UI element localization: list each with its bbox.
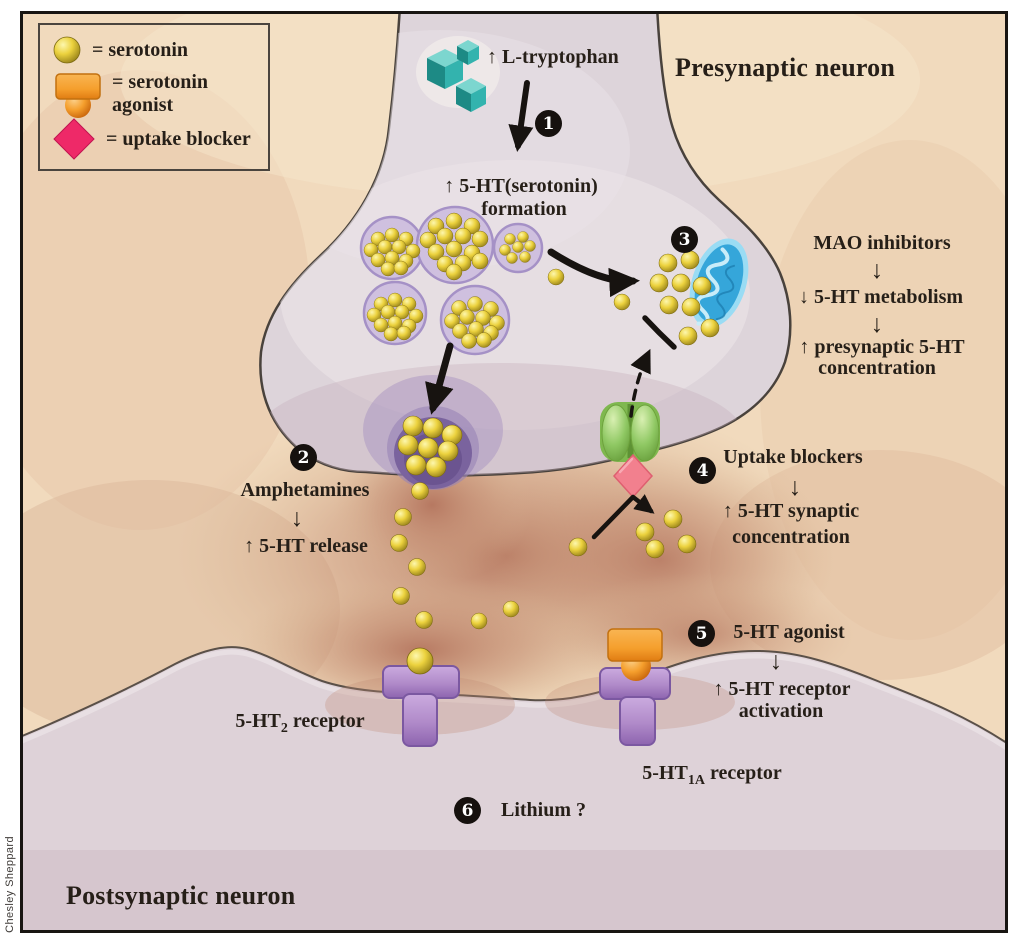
l-tryptophan-cubes-icon bbox=[416, 36, 500, 112]
blocked-uptake-deflection-arrow bbox=[591, 494, 655, 540]
serotonin-formation-line1: ↑ 5-HT(serotonin) bbox=[444, 175, 598, 197]
inhibition-bar bbox=[642, 315, 677, 350]
legend-box: = serotonin = serotonin agonist = uptake… bbox=[38, 23, 270, 171]
artist-credit: Chesley Sheppard bbox=[4, 836, 16, 933]
step-badge-1: 1 bbox=[535, 110, 562, 137]
serotonin-to-mitochondrion-arrow bbox=[547, 248, 640, 298]
uptake-blockers-title: Uptake blockers bbox=[723, 446, 863, 468]
serotonin-agonist-legend-icon bbox=[55, 73, 101, 118]
amphetamines-title: Amphetamines bbox=[240, 479, 370, 501]
l-tryptophan-label: ↑ L-tryptophan bbox=[487, 46, 619, 68]
agonist-down-arrow: ↓ bbox=[769, 648, 783, 675]
serotonin-formation-line2: formation bbox=[481, 198, 567, 220]
step-badge-3: 3 bbox=[671, 226, 698, 253]
vesicle-to-release-arrow bbox=[425, 342, 454, 415]
serotonin-legend-icon bbox=[53, 36, 81, 64]
lithium-label: Lithium ? bbox=[501, 799, 587, 821]
postsynaptic-neuron-title: Postsynaptic neuron bbox=[66, 881, 296, 910]
step-badge-6: 6 bbox=[454, 797, 481, 824]
uptake-blocker-legend-icon bbox=[53, 118, 95, 160]
legend-blocker-label: = uptake blocker bbox=[106, 127, 251, 150]
mao-metabolism-line: ↓ 5-HT metabolism bbox=[798, 286, 964, 308]
serotonin-agonist-title: 5-HT agonist bbox=[733, 621, 845, 643]
serotonin-transporter bbox=[600, 402, 660, 462]
mao-down-arrow-1: ↓ bbox=[870, 257, 884, 284]
receptor-5ht2 bbox=[382, 665, 460, 747]
synthesis-arrow bbox=[508, 80, 534, 152]
mao-inhibitors-title: MAO inhibitors bbox=[813, 232, 951, 254]
reuptake-dashed-arrow bbox=[629, 348, 651, 418]
step-badge-5: 5 bbox=[688, 620, 715, 647]
serotonin-release-label: ↑ 5-HT release bbox=[244, 535, 368, 557]
mitochondrion-icon bbox=[689, 238, 749, 328]
legend-agonist-label: = serotonin agonist bbox=[112, 71, 209, 116]
mao-concentration-line2: concentration bbox=[818, 357, 936, 379]
uptake-blockers-down-arrow: ↓ bbox=[788, 474, 802, 501]
amphetamines-down-arrow: ↓ bbox=[290, 505, 304, 532]
serotonin-agonist-molecule bbox=[607, 628, 663, 681]
step-badge-4: 4 bbox=[689, 457, 716, 484]
receptor-5ht1a-label: 5-HT1A receptor bbox=[642, 762, 782, 788]
receptor-activation-line2: activation bbox=[738, 700, 824, 722]
presynaptic-neuron-title: Presynaptic neuron bbox=[675, 53, 896, 82]
receptor-activation-line1: ↑ 5-HT receptor bbox=[713, 678, 851, 700]
mao-down-arrow-2: ↓ bbox=[870, 311, 884, 338]
legend-serotonin-label: = serotonin bbox=[92, 38, 189, 61]
synaptic-concentration-line1: ↑ 5-HT synaptic bbox=[722, 500, 860, 522]
receptor-5ht2-label: 5-HT2 receptor bbox=[235, 710, 365, 736]
synaptic-concentration-line2: concentration bbox=[732, 526, 850, 548]
step-badge-2: 2 bbox=[290, 444, 317, 471]
postsynaptic-neuron bbox=[22, 646, 1006, 931]
mao-concentration-line1: ↑ presynaptic 5-HT bbox=[799, 336, 965, 358]
